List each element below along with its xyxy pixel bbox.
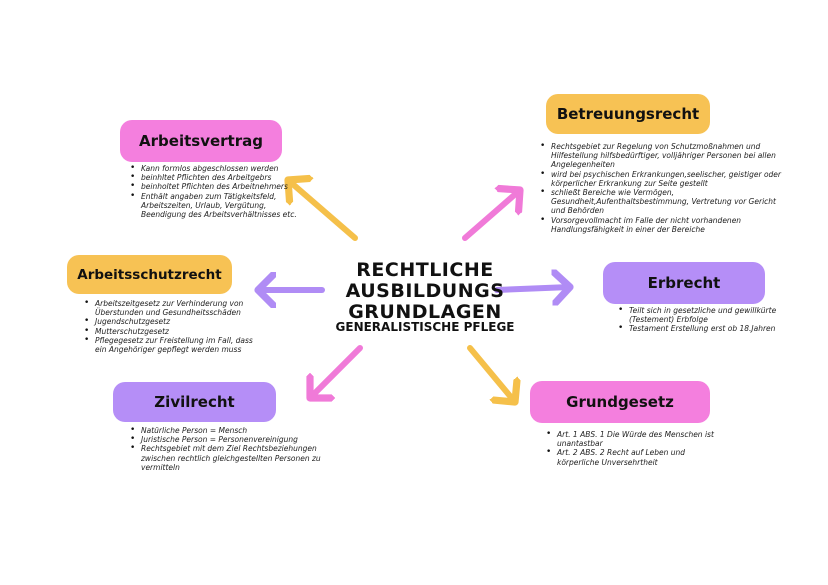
zivilrecht-title: Zivilrecht <box>154 393 235 411</box>
list-item: wird bei psychischen Erkrankungen,seelis… <box>540 170 791 188</box>
center-title-line: AUSBILDUNGS <box>345 280 505 302</box>
center-title: RECHTLICHE AUSBILDUNGS GRUNDLAGEN <box>320 260 530 323</box>
list-item: Juristische Person = Personenvereinigung <box>130 435 341 444</box>
arbeitsvertrag-box: Arbeitsvertrag <box>120 120 282 162</box>
list-item: Mutterschutzgesetz <box>84 327 257 336</box>
list-item: beinholtet Pflichten des Arbeitnehmers <box>130 182 299 191</box>
grundgesetz-list: Art. 1 ABS. 1 Die Würde des Menschen ist… <box>544 430 727 467</box>
erbrecht-title: Erbrecht <box>647 274 721 292</box>
center-title-line: GRUNDLAGEN <box>348 301 502 323</box>
betreuungsrecht-box: Betreuungsrecht <box>546 94 710 134</box>
list-item: Teilt sich in gesetzliche und gewillkürt… <box>618 306 794 324</box>
list-item: Vorsorgevollmacht im Falle der nicht vor… <box>540 216 791 234</box>
arbeitsvertrag-title: Arbeitsvertrag <box>139 132 263 150</box>
arrow-to-erbrecht <box>494 287 570 290</box>
list-item: Rechtsgebiet zur Regelung von Schutzmoßn… <box>540 142 791 170</box>
arbeitsschutzrecht-box: Arbeitsschutzrecht <box>67 255 232 294</box>
list-item: Rechtsgebiet mit dem Ziel Rechtsbeziehun… <box>130 444 341 472</box>
list-item: schließt Bereiche wie Vermögen, Gesundhe… <box>540 188 791 216</box>
center-title-line: RECHTLICHE <box>356 259 494 281</box>
erbrecht-box: Erbrecht <box>603 262 765 304</box>
grundgesetz-title: Grundgesetz <box>566 393 674 411</box>
arrow-to-arbeitsvertrag <box>288 180 358 241</box>
list-item: Natürliche Person = Mensch <box>130 426 341 435</box>
arbeitsschutzrecht-title: Arbeitsschutzrecht <box>77 266 222 283</box>
betreuungsrecht-title: Betreuungsrecht <box>556 105 700 123</box>
list-item: Art. 1 ABS. 1 Die Würde des Menschen ist… <box>546 430 727 448</box>
list-item: Arbeitszeitgesetz zur Verhinderung von Ü… <box>84 299 257 317</box>
erbrecht-list: Teilt sich in gesetzliche und gewillkürt… <box>616 306 794 334</box>
zivilrecht-list: Natürliche Person = Mensch Juristische P… <box>128 426 341 472</box>
arbeitsschutzrecht-list: Arbeitszeitgesetz zur Verhinderung von Ü… <box>82 299 257 354</box>
arbeitsvertrag-list: Kann formlos abgeschlossen werden beinhl… <box>128 164 299 219</box>
list-item: Art. 2 ABS. 2 Recht auf Leben und körper… <box>546 448 727 466</box>
list-item: Testament Erstellung erst ob 18.Jahren <box>618 324 794 333</box>
arrow-to-zivilrecht <box>310 345 363 398</box>
list-item: Jugendschutzgesetz <box>84 317 257 326</box>
center-subtitle: GENERALISTISCHE PFLEGE <box>335 320 515 334</box>
list-item: Kann formlos abgeschlossen werden <box>130 164 299 173</box>
arrow-to-betreuungsrecht <box>462 190 520 241</box>
grundgesetz-box: Grundgesetz <box>530 381 710 423</box>
zivilrecht-box: Zivilrecht <box>113 382 276 422</box>
arrow-to-grundgesetz <box>467 345 515 402</box>
list-item: Pflegegesetz zur Freistellung im Fall, d… <box>84 336 257 354</box>
betreuungsrecht-list: Rechtsgebiet zur Regelung von Schutzmoßn… <box>538 142 791 234</box>
list-item: beinhltet Pflichten des Arbeitgebrs <box>130 173 299 182</box>
list-item: Enthält angaben zum Tätigkeitsfeld, Arbe… <box>130 192 299 220</box>
